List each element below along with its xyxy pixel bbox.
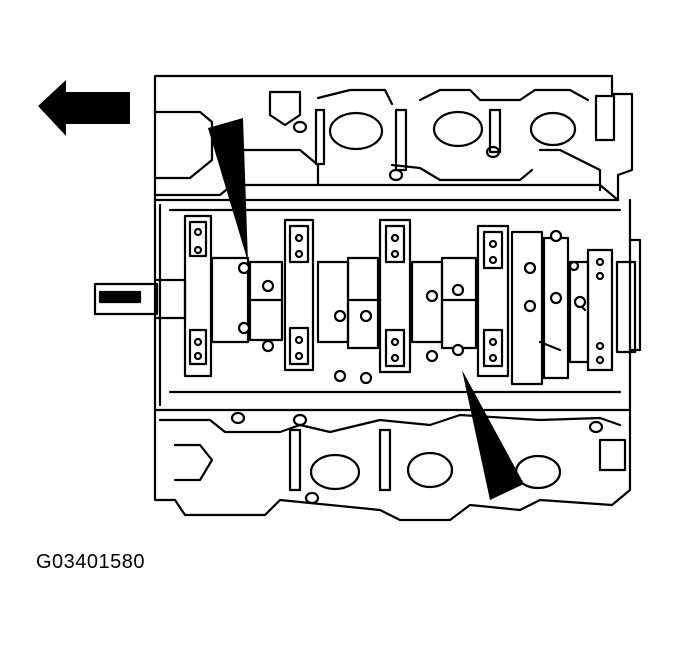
bearing-cap-bolts: [237, 229, 587, 385]
lower-cylinder-bores: [230, 411, 604, 505]
crankshaft-front-snout: [93, 278, 187, 320]
front-direction-arrow-icon: [38, 80, 130, 136]
main-bearing-cap-4: [476, 224, 510, 378]
upper-block-casting: [153, 74, 634, 202]
lower-block-casting: [153, 408, 632, 522]
main-bearing-cap-1: [183, 214, 213, 378]
upper-cylinder-bores: [292, 108, 577, 182]
figure-caption: G03401580: [36, 551, 146, 573]
pointer-arrow-upper-left-icon: [208, 118, 248, 262]
main-bearing-cap-5: [586, 248, 614, 372]
main-bearing-cap-3: [378, 218, 412, 374]
pointer-arrow-lower-right-icon: [462, 370, 524, 500]
main-bearing-cap-2: [283, 218, 315, 372]
